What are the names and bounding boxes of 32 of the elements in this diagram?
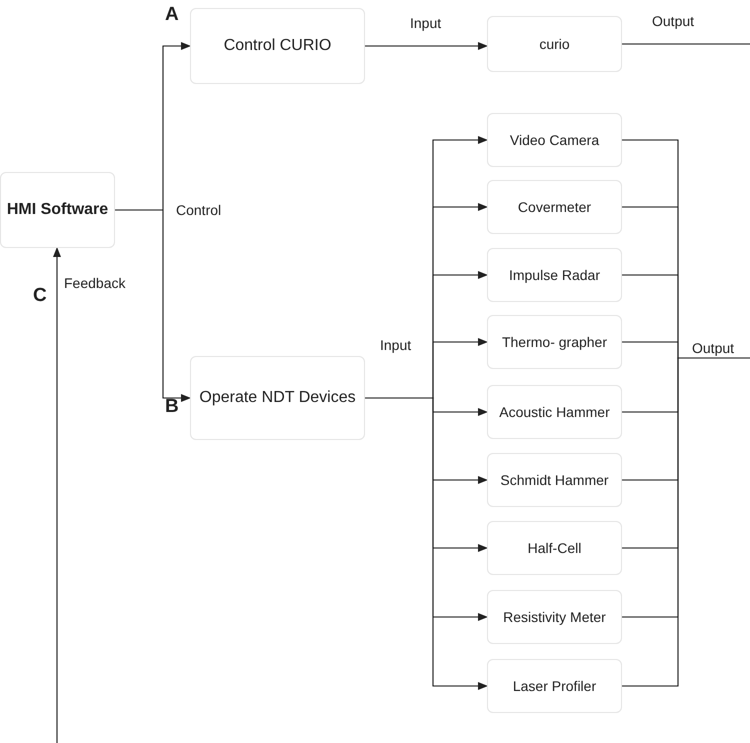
- process-box: [0, 172, 115, 248]
- process-box: [487, 315, 622, 369]
- node-label: Video Camera: [510, 131, 600, 150]
- process-box: [487, 590, 622, 644]
- process-box: [487, 453, 622, 507]
- node-label: Control CURIO: [224, 36, 332, 56]
- process-box: [487, 385, 622, 439]
- node-label: Operate NDT Devices: [199, 388, 356, 408]
- section-letter: C: [33, 285, 47, 307]
- process-box: [487, 113, 622, 167]
- process-box: [190, 356, 365, 440]
- process-box: [487, 248, 622, 302]
- node-label: Laser Profiler: [512, 677, 596, 696]
- connector-arrow: [53, 247, 61, 743]
- node-label: curio: [539, 35, 570, 54]
- process-box: [487, 521, 622, 575]
- node-label: Resistivity Meter: [503, 608, 606, 627]
- process-box: [487, 659, 622, 713]
- node-label: Acoustic Hammer: [499, 403, 610, 422]
- node-label: Impulse Radar: [508, 266, 600, 285]
- node-label: Schmidt Hammer: [500, 471, 609, 490]
- node-label: Covermeter: [518, 198, 592, 217]
- connector-arrow: [115, 209, 191, 402]
- node-label: HMI Software: [6, 200, 108, 220]
- process-box: [487, 16, 622, 72]
- process-box: [487, 180, 622, 234]
- section-letter: A: [165, 4, 179, 26]
- section-letter: B: [165, 396, 179, 418]
- connector-arrow: [365, 42, 488, 50]
- process-box: [190, 8, 365, 84]
- node-label: Thermo- grapher: [502, 333, 608, 352]
- node-label: Half-Cell: [528, 539, 582, 558]
